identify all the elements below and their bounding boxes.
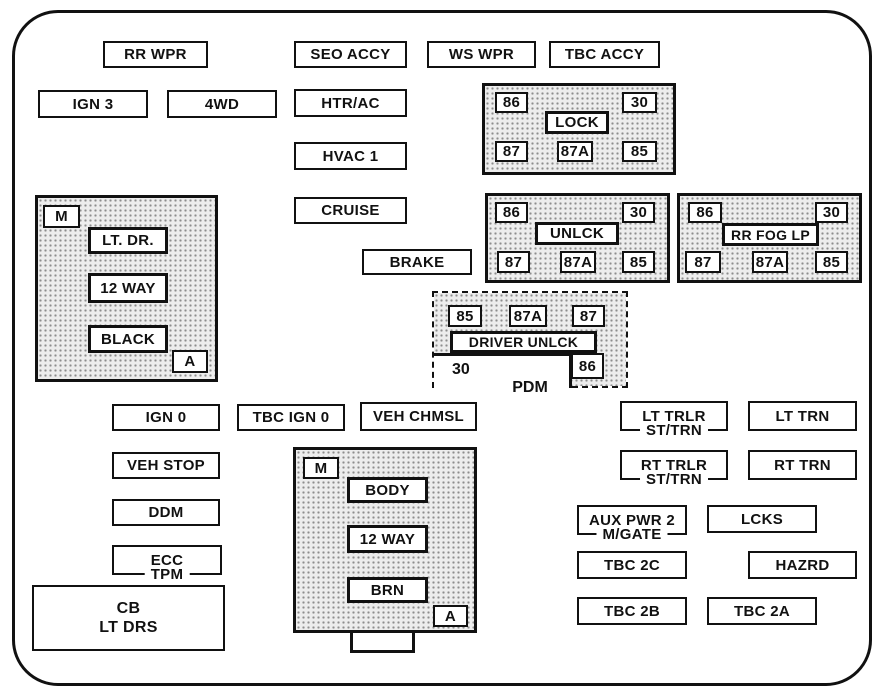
relay-unlck: 86 30 UNLCK 87 87A 85	[485, 193, 670, 283]
relay-rr-fog-pin-30: 30	[815, 202, 848, 223]
diagram-outer-frame	[12, 10, 872, 686]
fuse-hvac-1: HVAC 1	[294, 142, 407, 170]
fuse-ecc-tpm: ECC TPM	[112, 545, 222, 583]
connector-center-slot-12-way: 12 WAY	[347, 525, 428, 553]
fuse-ign-3: IGN 3	[38, 90, 148, 118]
relay-rr-fog-pin-86: 86	[688, 202, 722, 223]
relay-lock-pin-87a: 87A	[557, 141, 593, 162]
fuse-tbc-2a: TBC 2A	[707, 597, 817, 625]
relay-rr-fog-lp: 86 30 RR FOG LP 87 87A 85	[677, 193, 862, 283]
fuse-tbc-ign-0: TBC IGN 0	[237, 404, 345, 431]
fuse-ecc-tpm-bottom: TPM	[144, 566, 190, 583]
connector-left-m: M	[43, 205, 80, 228]
relay-lock-pin-85: 85	[622, 141, 657, 162]
pdm-pin-86: 86	[571, 353, 604, 379]
connector-center-a: A	[433, 605, 468, 627]
fuse-ws-wpr: WS WPR	[427, 41, 536, 68]
fuse-ign-0: IGN 0	[112, 404, 220, 431]
fuse-veh-chmsl: VEH CHMSL	[360, 402, 477, 431]
fuse-brake: BRAKE	[362, 249, 472, 275]
pdm-relay-label: DRIVER UNLCK	[450, 331, 597, 353]
fuse-cb-line1: CB	[116, 600, 141, 617]
fuse-lcks: LCKS	[707, 505, 817, 533]
fuse-ecc-tpm-top: ECC	[150, 551, 184, 569]
connector-center: M BODY 12 WAY BRN A	[293, 447, 477, 633]
relay-lock-pin-30: 30	[622, 92, 657, 113]
connector-center-tab	[350, 630, 415, 653]
fuse-htr-ac: HTR/AC	[294, 89, 407, 117]
fuse-cruise: CRUISE	[294, 197, 407, 224]
fuse-rt-trn: RT TRN	[748, 450, 857, 480]
relay-unlck-pin-85: 85	[622, 251, 655, 273]
relay-rr-fog-label: RR FOG LP	[722, 223, 819, 246]
pdm-pin-85: 85	[448, 305, 482, 327]
connector-center-slot-brn: BRN	[347, 577, 428, 603]
relay-unlck-pin-30: 30	[622, 202, 655, 223]
pdm-pin-87: 87	[572, 305, 605, 327]
connector-left-a: A	[172, 350, 208, 373]
relay-rr-fog-pin-87a: 87A	[752, 251, 788, 273]
relay-rr-fog-pin-87: 87	[685, 251, 721, 273]
fuse-tbc-accy: TBC ACCY	[549, 41, 660, 68]
relay-unlck-pin-86: 86	[495, 202, 528, 223]
connector-left: M LT. DR. 12 WAY BLACK A	[35, 195, 218, 382]
fuse-aux-pwr-top: AUX PWR 2	[588, 511, 676, 529]
relay-lock: 86 30 LOCK 87 87A 85	[482, 83, 676, 175]
fuse-aux-pwr-2-m-gate: AUX PWR 2 M/GATE	[577, 505, 687, 543]
relay-lock-label: LOCK	[545, 111, 609, 134]
fuse-ddm: DDM	[112, 499, 220, 526]
fuse-aux-pwr-bottom: M/GATE	[596, 526, 668, 543]
fuse-lt-trlr-bottom: ST/TRN	[640, 422, 708, 439]
fuse-rt-trlr-st-trn: RT TRLR ST/TRN	[620, 450, 728, 488]
fuse-lt-trlr-st-trn: LT TRLR ST/TRN	[620, 401, 728, 439]
relay-driver-unlck-pdm: 85 87A 87 DRIVER UNLCK 30 86 PDM	[432, 291, 628, 396]
pdm-module-label: PDM	[506, 379, 554, 396]
relay-unlck-label: UNLCK	[535, 222, 619, 245]
pdm-pin-30: 30	[452, 361, 470, 378]
fuse-tbc-2b: TBC 2B	[577, 597, 687, 625]
fuse-rt-trlr-bottom: ST/TRN	[640, 471, 708, 488]
relay-lock-pin-86: 86	[495, 92, 528, 113]
connector-center-m: M	[303, 457, 339, 479]
fuse-veh-stop: VEH STOP	[112, 452, 220, 479]
fuse-cb-lt-drs: CB LT DRS	[32, 585, 225, 651]
fuse-4wd: 4WD	[167, 90, 277, 118]
fuse-cb-line2: LT DRS	[99, 619, 158, 636]
fuse-lt-trn: LT TRN	[748, 401, 857, 431]
connector-center-slot-body: BODY	[347, 477, 428, 503]
fuse-seo-accy: SEO ACCY	[294, 41, 407, 68]
pdm-pin-87a: 87A	[509, 305, 547, 327]
fuse-hazrd: HAZRD	[748, 551, 857, 579]
connector-left-slot-lt-dr: LT. DR.	[88, 227, 168, 254]
relay-rr-fog-pin-85: 85	[815, 251, 848, 273]
fuse-rr-wpr: RR WPR	[103, 41, 208, 68]
fuse-rt-trlr-top: RT TRLR	[640, 456, 708, 474]
fuse-lt-trlr-top: LT TRLR	[642, 407, 706, 425]
connector-left-slot-12-way: 12 WAY	[88, 273, 168, 303]
relay-lock-pin-87: 87	[495, 141, 528, 162]
relay-unlck-pin-87: 87	[497, 251, 530, 273]
relay-unlck-pin-87a: 87A	[560, 251, 596, 273]
fuse-tbc-2c: TBC 2C	[577, 551, 687, 579]
connector-left-slot-black: BLACK	[88, 325, 168, 353]
